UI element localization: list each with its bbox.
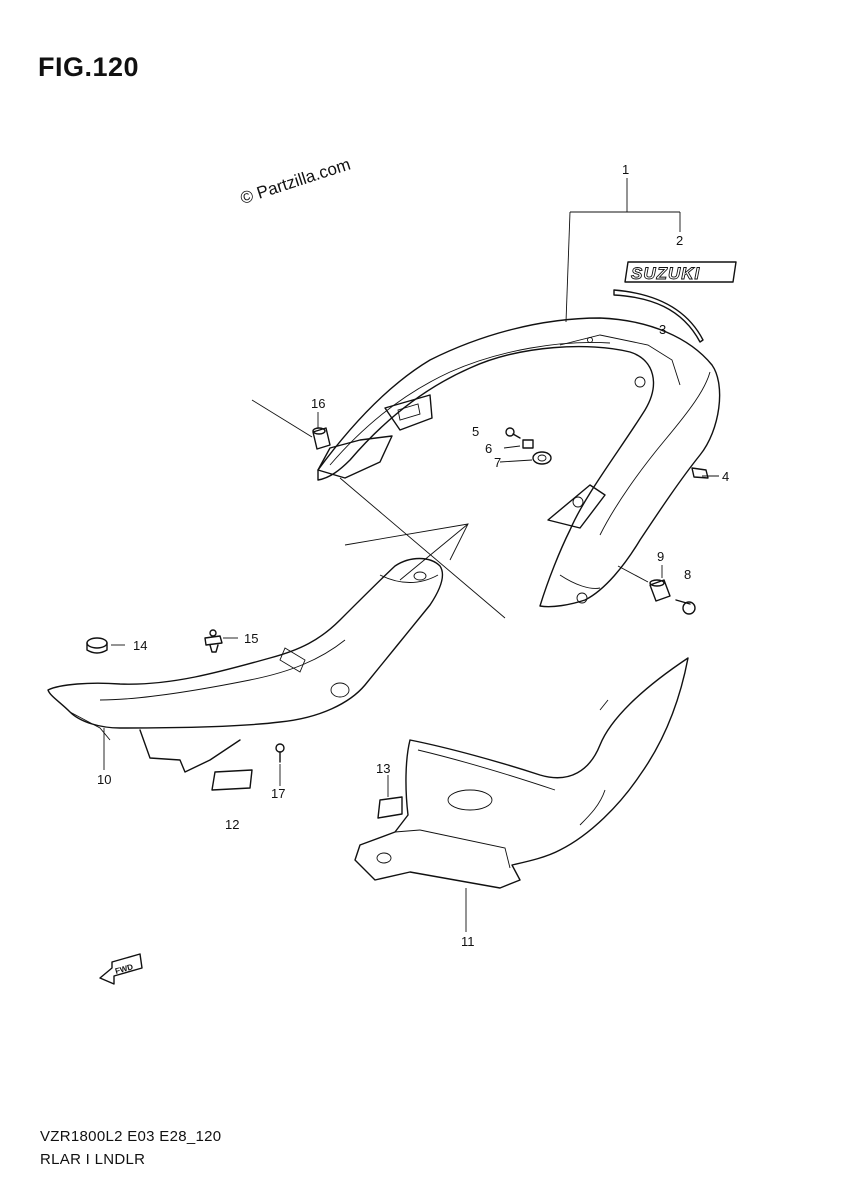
callout-6: 6 (485, 441, 492, 456)
callout-15: 15 (244, 631, 258, 646)
section-name: RLAR I LNDLR (40, 1151, 146, 1168)
callout-3: 3 (659, 322, 666, 337)
assembly-lines (251, 399, 649, 619)
bolt-5 (505, 427, 521, 439)
leader-1 (565, 178, 681, 323)
label-12 (211, 769, 253, 791)
cushion-9 (649, 579, 671, 602)
nut-4 (691, 467, 709, 479)
callout-7: 7 (494, 455, 501, 470)
model-code: VZR1800L2 E03 E28_120 (40, 1128, 222, 1145)
callout-10: 10 (97, 772, 111, 787)
callout-4: 4 (722, 469, 729, 484)
collar-6 (522, 439, 534, 449)
callout-2: 2 (676, 233, 683, 248)
screw-17 (275, 743, 285, 763)
callout-9: 9 (657, 549, 664, 564)
trim-stripe (613, 289, 704, 343)
clip-15 (204, 629, 223, 653)
fwd-arrow-icon: FWD (99, 953, 143, 985)
emblem-text: SUZUKI (631, 264, 701, 283)
seat-cowl (317, 317, 721, 608)
callout-11: 11 (461, 934, 475, 949)
callout-1: 1 (622, 162, 629, 177)
rear-fender (47, 523, 469, 773)
callout-16: 16 (311, 396, 325, 411)
figure-title: FIG.120 (38, 52, 140, 82)
callout-numbers: 1 2 3 4 5 6 7 8 9 10 11 12 13 14 15 16 1… (97, 162, 729, 949)
callout-17: 17 (271, 786, 285, 801)
callout-8: 8 (684, 567, 691, 582)
callout-5: 5 (472, 424, 479, 439)
suzuki-emblem: SUZUKI (624, 261, 737, 283)
callout-13: 13 (376, 761, 390, 776)
grommet-7 (532, 451, 552, 465)
label-13 (377, 796, 403, 819)
callout-leaders (103, 412, 719, 932)
rubber-cushion-16 (312, 427, 331, 450)
callout-12: 12 (225, 817, 239, 832)
grommet-14 (86, 637, 108, 654)
callout-14: 14 (133, 638, 147, 653)
fwd-label: FWD (114, 962, 134, 976)
bolt-8 (675, 599, 696, 615)
side-cover (354, 657, 689, 889)
